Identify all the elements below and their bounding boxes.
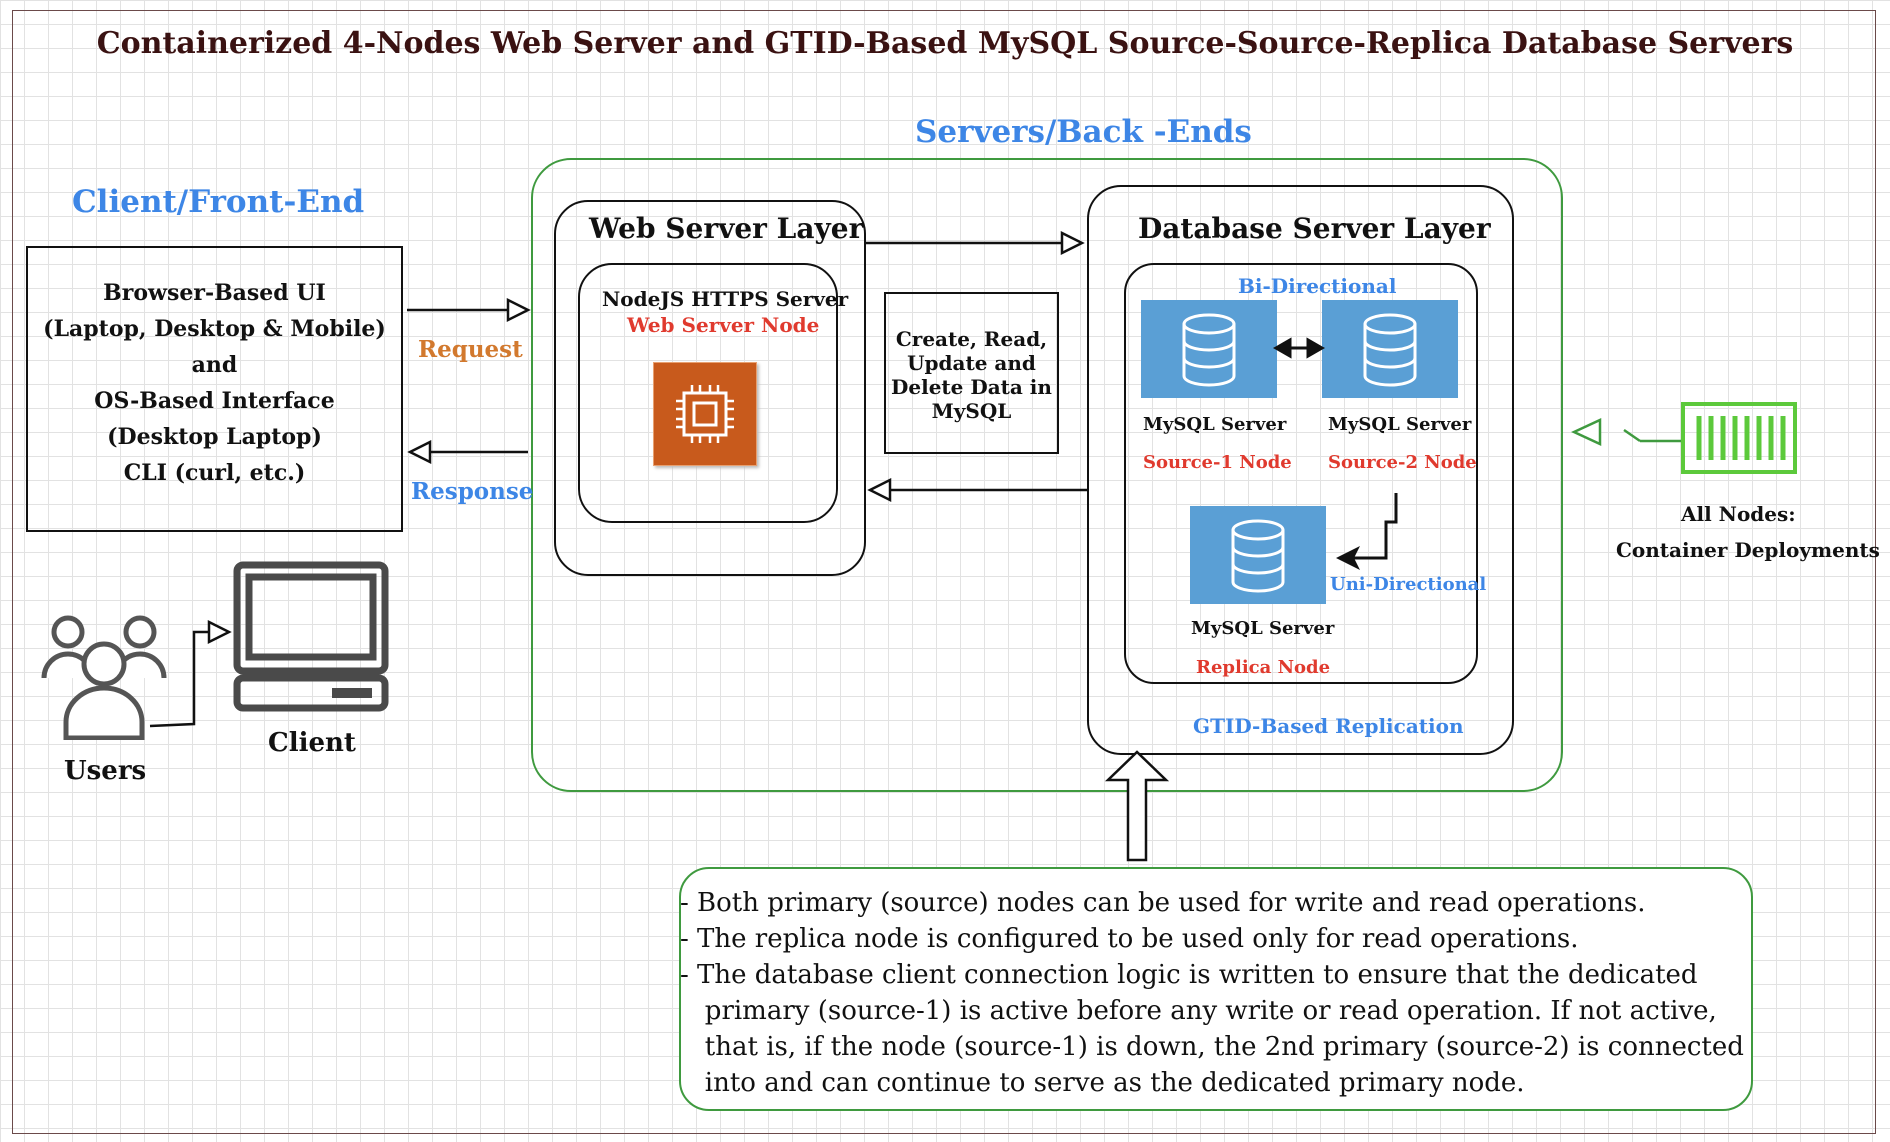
client-line-2: (Laptop, Desktop & Mobile): [43, 316, 386, 342]
processor-chip-icon: [653, 362, 757, 466]
users-to-client-connector: [149, 630, 209, 728]
servers-container: [531, 158, 1563, 792]
web-node-label: Web Server Node: [627, 313, 820, 337]
diagram-frame: [12, 10, 1876, 1134]
unidirectional-arrow: [1336, 493, 1398, 570]
container-arrow: [1571, 418, 1681, 446]
mysql-cluster-box: [1124, 263, 1478, 684]
note-line-1: - Both primary (source) nodes can be use…: [680, 888, 1646, 918]
crud-line-4: MySQL: [931, 399, 1012, 423]
bidirectional-label: Bi-Directional: [1238, 274, 1397, 298]
client-label: Client: [268, 728, 356, 758]
servers-section-label: Servers/Back -Ends: [915, 114, 1252, 150]
users-icon: [41, 615, 167, 740]
response-label: Response: [411, 478, 534, 505]
notes-box: [679, 867, 1753, 1111]
notes-to-db-arrow: [1104, 750, 1170, 862]
container-label-line1: All Nodes:: [1681, 502, 1796, 526]
client-section-label: Client/Front-End: [72, 184, 365, 220]
database-icon: [1322, 300, 1458, 398]
client-line-5: (Desktop Laptop): [107, 424, 322, 450]
web-layer-title: Web Server Layer: [589, 212, 864, 245]
database-icon: [1141, 300, 1277, 398]
computer-icon: [233, 561, 389, 712]
web-server-node-box: [578, 263, 838, 523]
database-server-layer: [1087, 185, 1514, 755]
note-line-4: primary (source-1) is active before any …: [680, 996, 1717, 1026]
source1-node-label: Source-1 Node: [1143, 452, 1292, 473]
container-label-line2: Container Deployments: [1616, 538, 1880, 562]
crud-line-3: Delete Data in: [891, 375, 1052, 399]
client-line-1: Browser-Based UI: [103, 280, 326, 306]
replica-server-label: MySQL Server: [1191, 618, 1335, 639]
db-layer-title: Database Server Layer: [1138, 212, 1491, 245]
crud-operations-box: Create, Read, Update and Delete Data in …: [884, 292, 1059, 454]
note-line-5: that is, if the node (source-1) is down,…: [680, 1032, 1744, 1062]
client-line-3: and: [191, 352, 238, 378]
container-icon: [1681, 402, 1797, 474]
diagram-title: Containerized 4-Nodes Web Server and GTI…: [96, 26, 1794, 61]
users-label: Users: [64, 756, 147, 786]
unidirectional-label: Uni-Directional: [1330, 574, 1487, 595]
client-line-6: CLI (curl, etc.): [123, 460, 306, 486]
replica-node-label: Replica Node: [1196, 657, 1331, 678]
nodejs-server-label: NodeJS HTTPS Server: [602, 287, 849, 311]
client-line-4: OS-Based Interface: [94, 388, 335, 414]
source1-server-label: MySQL Server: [1143, 414, 1287, 435]
source2-server-label: MySQL Server: [1328, 414, 1472, 435]
note-line-2: - The replica node is configured to be u…: [680, 924, 1579, 954]
gtid-replication-label: GTID-Based Replication: [1193, 714, 1464, 738]
crud-line-1: Create, Read,: [895, 327, 1048, 351]
bidirectional-arrow: [1272, 337, 1326, 359]
crud-line-2: Update and: [907, 351, 1036, 375]
request-label: Request: [418, 336, 523, 363]
note-line-3: - The database client connection logic i…: [680, 960, 1698, 990]
web-server-layer: [554, 200, 866, 576]
source2-node-label: Source-2 Node: [1328, 452, 1477, 473]
client-interface-box: Browser-Based UI (Laptop, Desktop & Mobi…: [26, 246, 403, 532]
database-icon: [1190, 506, 1326, 604]
note-line-6: into and can continue to serve as the de…: [680, 1068, 1525, 1098]
